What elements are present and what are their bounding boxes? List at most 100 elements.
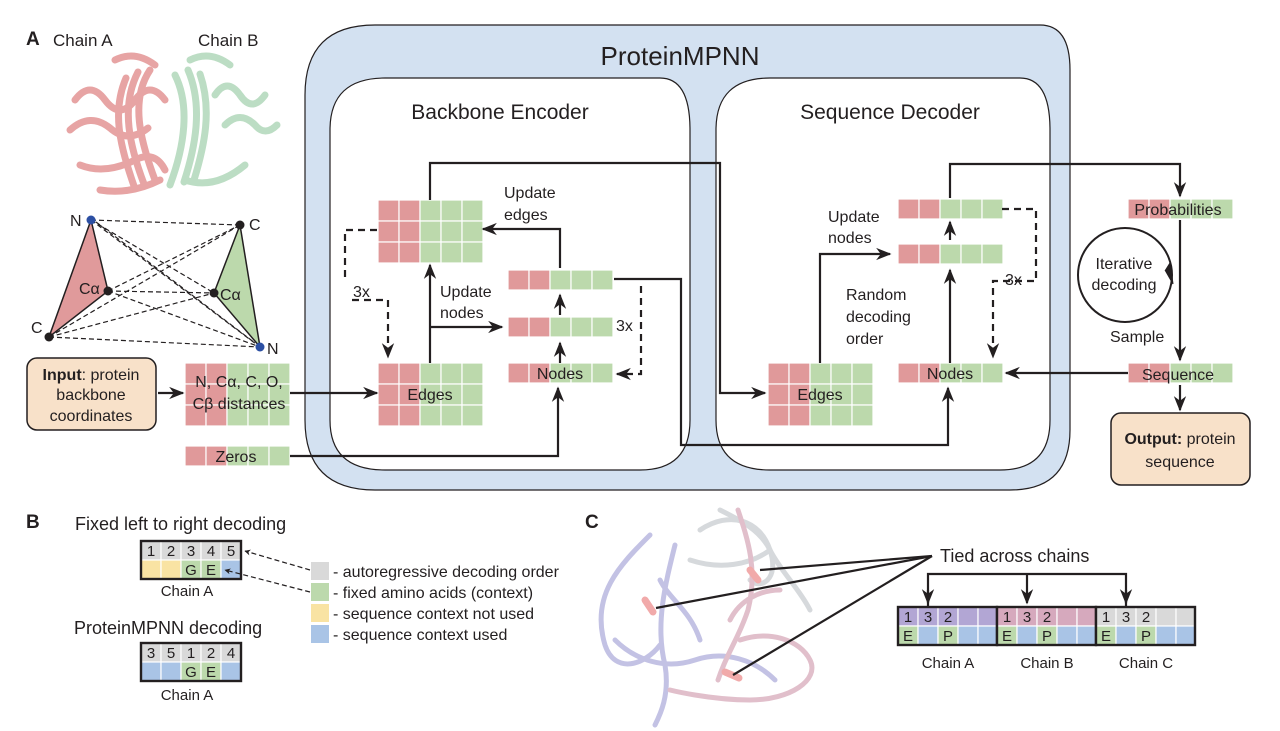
residue-cell — [977, 625, 999, 646]
legend-swatch — [311, 625, 329, 643]
residue-cell — [160, 559, 182, 580]
residue-letter: P — [1042, 628, 1052, 645]
residue-letter: G — [185, 562, 197, 579]
chain-label: Chain A — [922, 655, 975, 672]
decoder-update-nodes-2: nodes — [828, 230, 872, 247]
order-number: 2 — [1142, 609, 1150, 626]
svg-text:Input: protein: Input: protein — [43, 367, 140, 384]
residue-cell — [220, 661, 242, 682]
grid-cell — [897, 198, 920, 220]
legend-item: - sequence context used — [311, 625, 507, 644]
encoder-nodes-grid — [507, 362, 614, 384]
residue-cell — [140, 559, 162, 580]
grid-cell — [398, 362, 421, 385]
grid-cell — [440, 404, 463, 427]
grid-cell — [377, 220, 400, 243]
zeros-grid — [184, 445, 291, 467]
sample-label: Sample — [1110, 329, 1164, 346]
sequence-label: Sequence — [1142, 367, 1214, 384]
residue-cell — [917, 625, 939, 646]
grid-cell — [939, 243, 962, 265]
grid-cell — [570, 269, 593, 291]
chain-b-label: Chain B — [198, 31, 258, 50]
grid-cell — [1211, 198, 1234, 220]
model-title: ProteinMPNN — [601, 41, 760, 71]
svg-text:Output: protein: Output: protein — [1124, 431, 1235, 448]
order-number: 1 — [904, 609, 912, 626]
grid-cell — [591, 269, 614, 291]
grid-cell — [419, 404, 442, 427]
grid-cell — [461, 383, 484, 406]
legend-pointer-order — [244, 549, 311, 571]
encoder-nodes-grid-2 — [507, 269, 614, 291]
atom-n-right — [255, 342, 265, 352]
encoder-repeat-nodes: 3x — [616, 318, 633, 335]
grid-cell — [549, 316, 572, 338]
grid-cell — [528, 269, 551, 291]
grid-cell — [419, 241, 442, 264]
residue-cell — [1155, 625, 1177, 646]
grid-cell — [809, 404, 832, 427]
grid-cell — [440, 220, 463, 243]
decoder-random-1: Random — [846, 287, 906, 304]
repeat-edges-dash-1 — [343, 228, 377, 279]
grid-cell — [981, 243, 1004, 265]
grid-cell — [788, 362, 811, 385]
decoder-nodes-grid-1 — [897, 243, 1004, 265]
residue-letter: E — [206, 664, 216, 681]
arrow-zeros-to-nodes — [290, 386, 565, 458]
legend-swatch — [311, 604, 329, 622]
grid-cell — [461, 404, 484, 427]
order-number: 4 — [207, 543, 215, 560]
order-cell — [1056, 606, 1078, 627]
residue-cell — [1076, 625, 1098, 646]
grid-cell — [398, 220, 421, 243]
grid-cell — [591, 362, 614, 384]
output-box: Output: protein sequence — [1110, 412, 1251, 486]
mpnn-decoding-title: ProteinMPNN decoding — [74, 618, 262, 638]
order-number: 3 — [1122, 609, 1130, 626]
residue-letter: G — [185, 664, 197, 681]
arrow-update-edges — [481, 222, 562, 268]
zeros-label: Zeros — [216, 449, 257, 466]
decoder-repeat: 3x — [1005, 272, 1022, 289]
grid-cell — [377, 199, 400, 222]
grid-cell — [767, 383, 790, 406]
output-box-line2: sequence — [1145, 454, 1214, 471]
order-number: 3 — [1023, 609, 1031, 626]
grid-cell — [461, 362, 484, 385]
residue-cell — [160, 661, 182, 682]
order-cell — [977, 606, 999, 627]
chain-b-ribbon-c — [687, 507, 813, 613]
grid-cell — [507, 362, 530, 384]
grid-cell — [268, 445, 291, 467]
tied-residue-highlights — [641, 566, 762, 682]
label-ca-right: Cα — [220, 287, 241, 304]
grid-cell — [897, 362, 920, 384]
label-n-left: N — [70, 213, 82, 230]
residue-cell — [1016, 625, 1038, 646]
order-number: 5 — [227, 543, 235, 560]
atom-n-left — [86, 215, 96, 225]
residue-cell — [1175, 625, 1197, 646]
tied-pointer-lines — [655, 554, 933, 676]
order-number: 4 — [227, 645, 235, 662]
legend-item: - sequence context not used — [311, 604, 534, 623]
panel-b-letter: B — [26, 512, 40, 533]
legend-pointer-fixed — [224, 568, 311, 593]
trimer-structure — [598, 507, 815, 728]
panel-c: C — [585, 507, 1197, 728]
grid-cell — [939, 198, 962, 220]
input-box-line3: coordinates — [50, 408, 133, 425]
chain-label: Chain C — [1119, 655, 1173, 672]
probabilities-grid — [1127, 198, 1234, 220]
grid-cell — [981, 198, 1004, 220]
decoder-title: Sequence Decoder — [800, 101, 980, 124]
atom-ca-right — [209, 288, 219, 298]
encoder-title: Backbone Encoder — [411, 101, 588, 124]
encoder-update-nodes-2: nodes — [440, 305, 484, 322]
chain-a-ribbon-c — [598, 532, 778, 728]
